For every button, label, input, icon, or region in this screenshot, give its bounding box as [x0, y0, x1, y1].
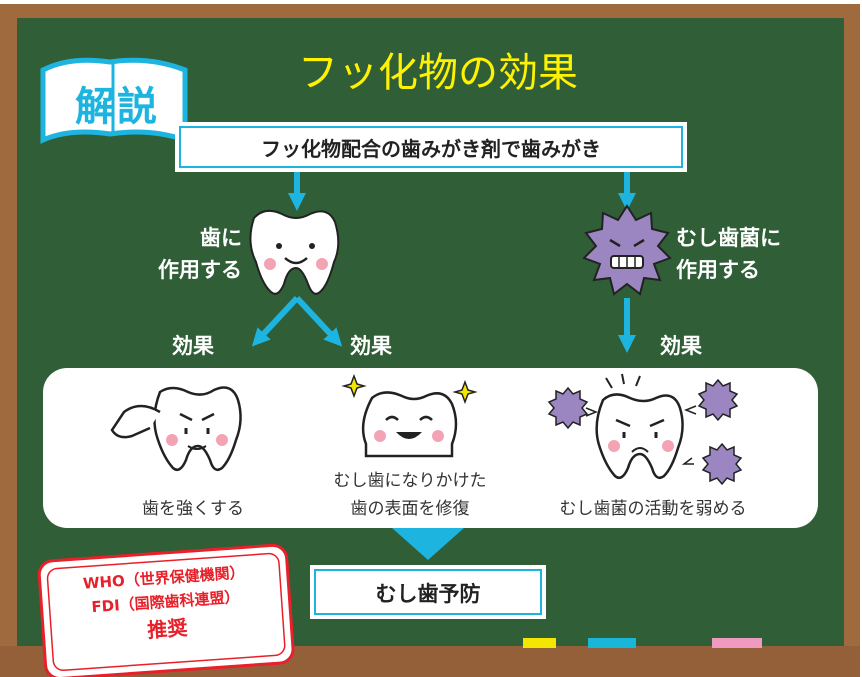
effect-text-weaken: むし歯菌の活動を弱める	[559, 499, 747, 519]
tooth-smile-icon	[249, 209, 340, 295]
effect-label-mid: 効果	[350, 334, 392, 358]
top-box-text: フッ化物配合の歯みがき剤で歯みがき	[261, 137, 601, 161]
germ-icon	[582, 204, 672, 296]
top-box	[175, 122, 687, 172]
right-label-line2: 作用する	[676, 258, 760, 282]
badge-label: 解説	[75, 84, 159, 130]
strong-tooth-icon	[110, 386, 242, 471]
effect-label-right: 効果	[660, 334, 702, 358]
chalk-yellow	[523, 638, 556, 648]
arrow-split-right	[294, 295, 343, 347]
effect-label-left: 効果	[172, 334, 214, 358]
chalk-blue	[588, 638, 636, 648]
recommend-stamp	[37, 543, 295, 677]
right-label-line1: むし歯菌に	[676, 226, 781, 250]
angry-tooth-icon	[595, 373, 684, 479]
effect-text-repair-line1: むし歯になりかけた	[333, 471, 487, 491]
sparkle-tooth-icon	[341, 373, 478, 458]
left-label-line1: 歯に	[200, 226, 242, 250]
arrow-split-left	[251, 295, 300, 347]
effect-text-repair-line2: 歯の表面を修復	[350, 499, 470, 519]
stamp-text: WHO（世界保健機関） FDI（国際歯科連盟） 推奨	[45, 558, 286, 652]
effect-text-strengthen: 歯を強くする	[142, 499, 244, 519]
arrow-to-result	[392, 528, 464, 560]
page-title: フッ化物の効果	[298, 50, 578, 96]
chalk-pink	[712, 638, 762, 648]
result-text: むし歯予防	[375, 582, 481, 606]
result-box	[310, 565, 546, 619]
left-label-line2: 作用する	[158, 258, 242, 282]
badge-book-icon	[40, 57, 188, 144]
small-germ-icon	[547, 378, 743, 486]
